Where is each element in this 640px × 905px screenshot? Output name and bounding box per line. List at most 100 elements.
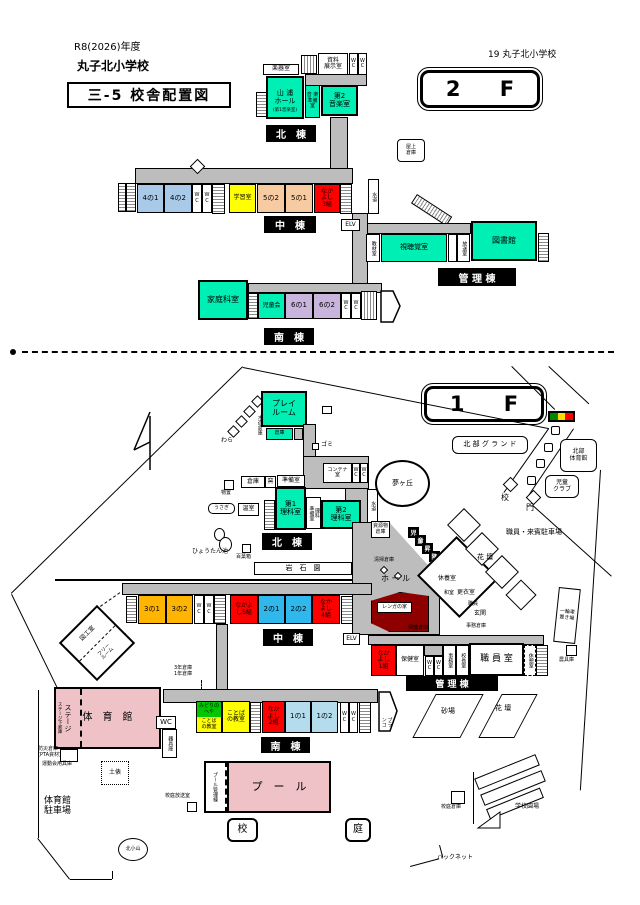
health-storage-label: 保健倉庫 bbox=[408, 625, 429, 631]
kiln: 窯 bbox=[265, 476, 276, 488]
yumegaoka-mound: 夢ヶ丘 bbox=[375, 460, 430, 507]
sandbox-shape bbox=[412, 694, 484, 738]
room-nakayoshi-3: なか よし 3組 bbox=[314, 184, 340, 213]
room-midori: みどりの へや bbox=[197, 702, 221, 717]
garbage-station bbox=[312, 443, 319, 450]
corridor bbox=[368, 635, 544, 645]
small-room bbox=[448, 234, 457, 262]
stairs bbox=[126, 183, 136, 212]
corridor bbox=[303, 424, 316, 458]
room-midori-kotoba: みどりの へや ことば の教室 bbox=[196, 701, 222, 733]
flowerbed bbox=[505, 579, 537, 611]
road-edge bbox=[548, 366, 590, 405]
school-name: 丸子北小学校 bbox=[77, 59, 150, 73]
pool: プ ー ル bbox=[227, 761, 331, 813]
farm-tool-shed-label: 農具庫 bbox=[559, 657, 575, 663]
shed-label: 物置 bbox=[221, 490, 232, 496]
elevator: ELV bbox=[343, 633, 360, 645]
road-marker bbox=[527, 476, 536, 485]
north-ground: 北 部 グ ラ ン ド bbox=[452, 436, 528, 454]
room-wc: W C bbox=[349, 53, 358, 75]
site-boundary bbox=[70, 879, 112, 880]
wooden-storage-label: 木造倉庫 bbox=[256, 415, 263, 435]
yard-storage-label: 校庭倉庫 bbox=[441, 804, 462, 810]
wing-label-middle-2f: 中 棟 bbox=[264, 216, 316, 233]
gate-label-ko: 校 bbox=[501, 493, 509, 502]
cleaning-storage-label: 清掃倉庫 bbox=[374, 557, 395, 563]
sports-day-storage-label: 運動会用具庫 bbox=[42, 761, 73, 767]
stairs bbox=[359, 702, 371, 733]
wooden-shed bbox=[243, 405, 256, 418]
unicycle-rack: 一輪車 置き場 bbox=[553, 587, 581, 644]
north-arrow-icon bbox=[133, 411, 151, 470]
room-nakayoshi-4: なか よし 4組 bbox=[312, 595, 340, 624]
entrance-char: 昇 bbox=[422, 543, 433, 554]
school-garden-label: 学校園場 bbox=[515, 803, 540, 810]
room-science1: 第1 理科室 bbox=[275, 487, 306, 530]
stairs bbox=[256, 92, 267, 117]
room-wc: W C bbox=[358, 53, 367, 75]
disaster-storage-label: 防災倉庫 (PTA資材) bbox=[38, 746, 62, 758]
swing-label: ブラ ンコ bbox=[380, 717, 393, 727]
room-staff: 職 員 室 bbox=[469, 643, 524, 676]
room-wc: W C bbox=[194, 595, 204, 624]
room-5-1: 5の1 bbox=[285, 184, 313, 213]
room-wc: W C bbox=[351, 293, 361, 319]
backnet-label: バックネット bbox=[437, 854, 474, 861]
path-dashed bbox=[201, 680, 202, 690]
stairs bbox=[250, 702, 261, 733]
room-broadcast: 放送室 bbox=[457, 234, 470, 262]
backnet-line bbox=[410, 858, 440, 867]
sandbox-label: 砂場 bbox=[441, 707, 455, 715]
rabbit-hutch: うさぎ bbox=[208, 503, 235, 514]
room-1-1: 1の1 bbox=[285, 701, 311, 733]
hall-label: ホ ー ル bbox=[381, 574, 411, 583]
yard-broadcast-box bbox=[187, 802, 197, 812]
room-kotoba-small: ことば の教室 bbox=[197, 717, 221, 732]
room-wc: W C bbox=[352, 463, 360, 483]
site-boundary bbox=[37, 838, 71, 880]
site-boundary bbox=[55, 579, 352, 581]
room-wc: W C bbox=[192, 184, 202, 213]
corridor bbox=[330, 117, 348, 169]
room-break: 休憩室 bbox=[524, 645, 536, 676]
weather-box-label: 百葉箱 bbox=[236, 554, 252, 560]
rest-room-label: 休養室 bbox=[438, 575, 457, 582]
gym-parking-label: 体育館 駐車場 bbox=[44, 796, 72, 817]
room-3-2: 3の2 bbox=[166, 595, 193, 624]
stairs bbox=[536, 645, 548, 676]
office-storage-label: 事務倉庫 bbox=[466, 623, 487, 629]
flowerbed-shape bbox=[478, 694, 538, 738]
disaster-storage-box bbox=[60, 749, 78, 762]
gourd-pond-label: ひょうたん池 bbox=[192, 548, 229, 555]
wing-label-middle-1f: 中 棟 bbox=[263, 629, 313, 646]
stairs bbox=[248, 293, 258, 319]
stairs bbox=[264, 500, 275, 530]
children-club: 児童 クラブ bbox=[545, 475, 579, 498]
pool-admin: プール管理棟 bbox=[204, 761, 227, 813]
recycle-storage: 資源物 倉庫 bbox=[371, 521, 390, 538]
room-nakayoshi-2: なか よし 2組 bbox=[262, 701, 285, 733]
site-boundary bbox=[579, 469, 601, 791]
room-container: コンテナ 室 bbox=[323, 463, 352, 483]
floor-1f-badge: 1 F bbox=[421, 383, 547, 425]
pool-admin-label: プール管理棟 bbox=[212, 772, 218, 802]
room-wc: W C bbox=[340, 702, 349, 733]
schoolyard-label-ko: 校 bbox=[227, 818, 258, 842]
equipment-storage: 器具庫 bbox=[162, 729, 177, 758]
road-marker bbox=[536, 459, 545, 468]
room-library: 図書館 bbox=[471, 221, 537, 261]
elevator: ELV bbox=[341, 219, 360, 231]
room-wc: W C bbox=[425, 656, 434, 676]
grade-storage-label: 3年倉庫 1年倉庫 bbox=[174, 665, 193, 677]
small-shed bbox=[322, 406, 332, 414]
traffic-light-icon bbox=[548, 411, 575, 422]
prep-room: 準備室 bbox=[277, 475, 305, 487]
room-yamaura-hall: 山 浦 ホール bbox=[266, 76, 304, 119]
room-4-2: 4の2 bbox=[164, 184, 192, 213]
stairs bbox=[301, 55, 317, 74]
room-yamaura-hall-sub: (第1音楽室) bbox=[272, 108, 298, 113]
room-principal: 校長室 bbox=[456, 645, 469, 676]
changing-room-label: 更衣室 bbox=[457, 589, 476, 596]
stairs bbox=[126, 596, 137, 623]
